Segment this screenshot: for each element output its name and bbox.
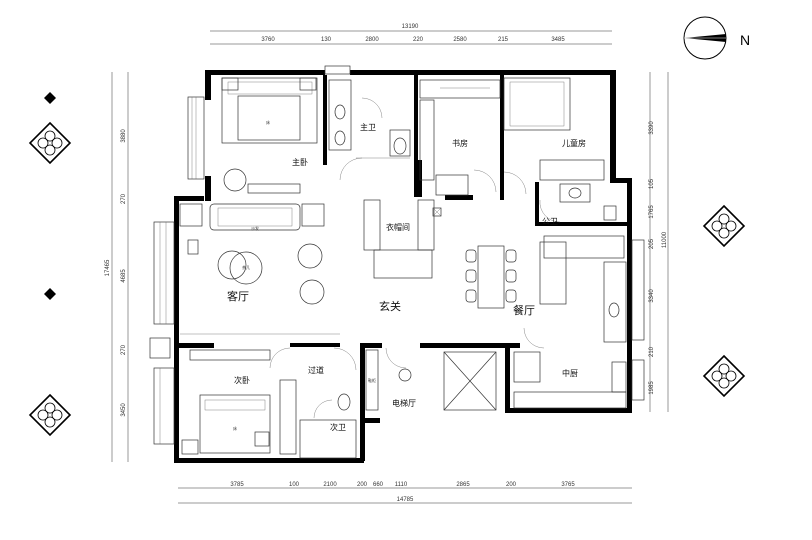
- dim-right-3: 205: [649, 238, 655, 249]
- axis-marker-icon: [702, 354, 746, 398]
- compass-label: N: [740, 32, 750, 48]
- axis-marker-icon: [702, 204, 746, 248]
- master-bed-label: 床: [266, 119, 270, 125]
- dim-bottom-4: 660: [373, 482, 384, 488]
- dim-bottom-0: 3785: [230, 482, 244, 488]
- axis-marker-icon: [28, 393, 72, 437]
- dim-bottom-5: 1110: [395, 482, 408, 488]
- dim-right-6: 1985: [649, 381, 655, 395]
- dim-top-6: 3485: [551, 37, 565, 43]
- dim-top-0: 3760: [261, 37, 275, 43]
- dim-left-4: 3450: [121, 403, 127, 417]
- dim-bottom-1: 100: [289, 482, 300, 488]
- dim-left-total: 17465: [105, 259, 111, 276]
- dim-top-1: 130: [321, 37, 332, 43]
- room-corridor: 过道: [308, 365, 324, 375]
- dim-top-3: 220: [413, 37, 424, 43]
- dim-right-4: 3340: [649, 289, 655, 303]
- dim-top-4: 2580: [453, 37, 467, 43]
- left-dimensions: 17465 3880 270 4685 270 3450: [105, 72, 129, 462]
- dim-right-2: 1765: [649, 205, 655, 219]
- room-foyer: 玄关: [379, 299, 401, 313]
- dim-bottom-7: 200: [506, 482, 517, 488]
- sofa-label: 沙发: [251, 225, 259, 231]
- room-master-bath: 主卫: [360, 122, 376, 132]
- second-bed-label: 床: [233, 425, 237, 431]
- dim-top-5: 215: [498, 37, 509, 43]
- room-kitchen: 中厨: [562, 368, 578, 378]
- second-bed: [199, 394, 271, 454]
- axis-marker-icon: [28, 121, 72, 165]
- room-kids: 儿童房: [562, 138, 586, 148]
- dim-bottom-2: 2100: [323, 482, 337, 488]
- sofa: [209, 203, 301, 231]
- dim-right-0: 3390: [649, 121, 655, 135]
- windows: [149, 65, 645, 445]
- dim-left-1: 270: [121, 193, 127, 204]
- room-master-bedroom: 主卧: [292, 157, 308, 167]
- axis-tick-icon: [44, 288, 56, 300]
- dim-bottom-3: 200: [357, 482, 368, 488]
- tea-table: [229, 251, 263, 285]
- room-elevator-hall: 电梯厅: [392, 398, 416, 408]
- dim-bottom-6: 2865: [456, 482, 470, 488]
- axis-tick-icon: [44, 92, 56, 104]
- walls: [174, 70, 632, 463]
- dim-right-total: 11000: [662, 231, 668, 248]
- bottom-dimensions: 3785 100 2100 200 660 1110 2865 200 3765…: [178, 482, 632, 504]
- dim-top-total: 13190: [402, 24, 419, 30]
- dining-table: [477, 245, 505, 309]
- elevator: [443, 351, 497, 411]
- dim-bottom-total: 14785: [397, 497, 414, 503]
- room-closet: 衣帽间: [386, 222, 410, 232]
- dim-left-2: 4685: [121, 269, 127, 283]
- dim-bottom-8: 3765: [561, 482, 575, 488]
- axis-markers: [28, 92, 746, 437]
- doors: [269, 97, 561, 419]
- right-dimensions: 11000 3390 105 1765 205 3340 210 1985: [649, 72, 669, 412]
- north-compass: N: [683, 16, 750, 60]
- room-labels: 主卧 主卫 书房 儿童房 衣帽间 公卫 客厅 玄关 餐厅 次卧 过道 次卫 电梯…: [227, 122, 586, 432]
- room-guest-bath: 次卫: [330, 422, 346, 432]
- room-living: 客厅: [227, 289, 249, 303]
- shoe-cabinet-label: 鞋柜: [368, 377, 376, 383]
- top-dimensions: 13190 3760 130 2800 220 2580 215 3485: [210, 24, 612, 45]
- master-bed: [221, 77, 318, 144]
- dim-right-5: 210: [649, 346, 655, 357]
- tea-table-label: 茶几: [242, 264, 250, 270]
- room-public-bath: 公卫: [542, 217, 558, 226]
- dim-left-0: 3880: [121, 129, 127, 143]
- dim-left-3: 270: [121, 344, 127, 355]
- dim-right-1: 105: [649, 178, 655, 189]
- room-dining: 餐厅: [513, 303, 535, 317]
- room-second-bedroom: 次卧: [234, 375, 250, 385]
- room-study: 书房: [452, 138, 468, 148]
- shoe-cabinet: [365, 349, 379, 411]
- furniture: 床 沙发 茶几: [179, 77, 627, 459]
- dim-top-2: 2800: [365, 37, 379, 43]
